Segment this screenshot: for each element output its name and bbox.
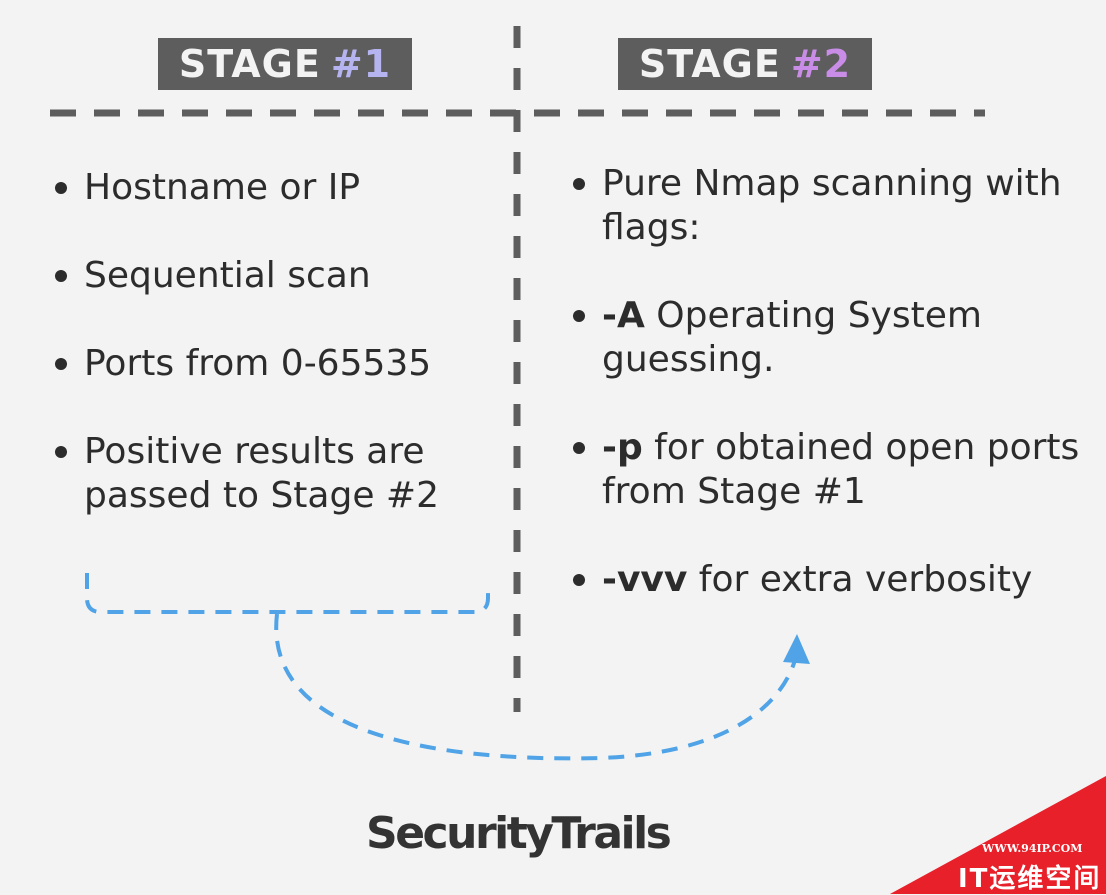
securitytrails-logo: SecurityTrails [366,808,672,859]
stage-2-item-os: -A Operating System guessing. [568,294,1088,382]
stage-2-number: #2 [790,42,852,86]
stage-1-number: #1 [330,42,392,86]
stage-2-item-nmap: Pure Nmap scanning with flags: [568,162,1088,250]
stage-2-item-verbosity-text: for extra verbosity [698,559,1033,600]
stage-2-label: STAGE [638,42,781,86]
watermark-url: WWW.94IP.COM [982,842,1083,855]
stage-2-item-ports-text: for obtained open ports from Stage #1 [602,427,1080,512]
flow-arrow-path [274,613,797,761]
stage-1-label: STAGE [178,42,321,86]
flag-p: -p [602,427,643,468]
results-bracket [85,573,490,614]
stage-1-item-hostname: Hostname or IP [50,166,490,210]
stage-1-header: STAGE#1 [158,38,412,90]
stage-1-item-sequential: Sequential scan [50,254,490,298]
flag-a: -A [602,295,645,336]
stage-1-item-ports: Ports from 0-65535 [50,342,490,386]
stage-2-item-os-text: Operating System guessing. [602,295,982,380]
stage-1-list: Hostname or IP Sequential scan Ports fro… [50,166,490,518]
stage-2-header: STAGE#2 [618,38,872,90]
stage-1-item-results: Positive results are passed to Stage #2 [50,430,490,518]
watermark-triangle [890,776,1106,894]
stage-2-item-nmap-text: Pure Nmap scanning with flags: [602,163,1062,248]
stage-2-item-verbosity: -vvv for extra verbosity [568,558,1088,602]
flag-vvv: -vvv [602,559,688,600]
watermark-name: IT运维空间 [958,864,1102,894]
stage-2-list: Pure Nmap scanning with flags: -A Operat… [568,162,1088,646]
stage-2-item-ports: -p for obtained open ports from Stage #1 [568,426,1088,514]
flow-arrow-head [783,634,810,664]
